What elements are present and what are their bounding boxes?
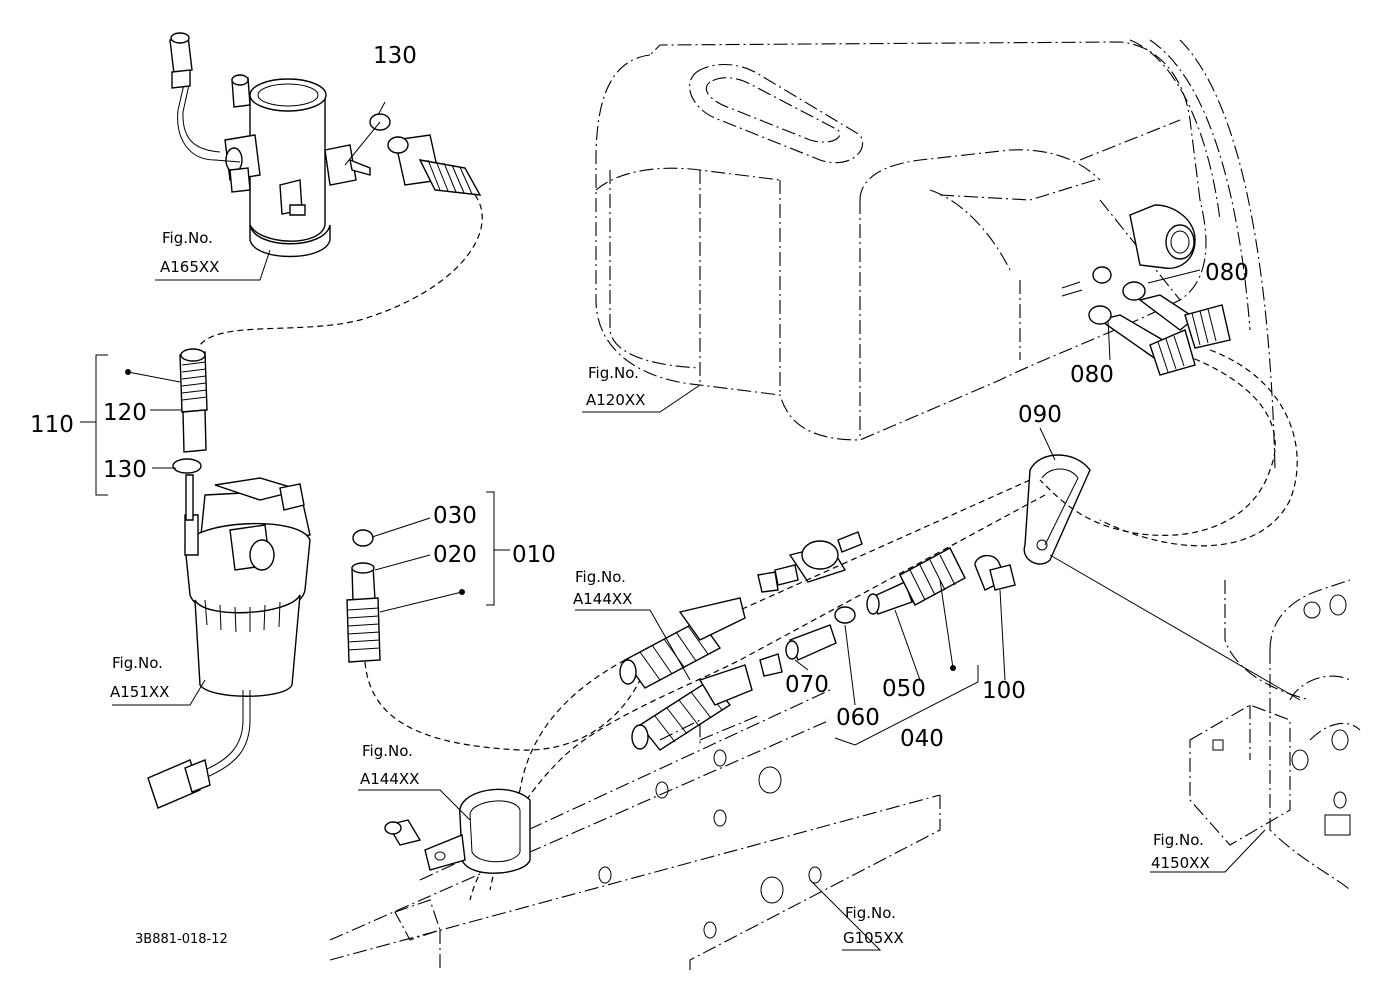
fig-ref-code-g105: G105XX	[843, 929, 904, 947]
fuel-pump	[169, 32, 371, 258]
hose-pump-outlet	[344, 101, 482, 196]
fig-ref-code-4150: 4150XX	[1151, 854, 1210, 872]
fig-ref-code-a144-bottom: A144XX	[360, 770, 419, 788]
callout-070: 070	[785, 672, 829, 698]
callout-090: 090	[1018, 402, 1062, 428]
callout-120: 120	[103, 400, 147, 426]
leader-lines	[112, 249, 1266, 951]
diagram-code: 3B881-018-12	[135, 932, 228, 947]
fuel-filter	[147, 477, 311, 809]
callout-050: 050	[882, 676, 926, 702]
fig-ref-code-a120: A120XX	[586, 391, 645, 409]
callout-030: 030	[433, 503, 477, 529]
callout-060: 060	[836, 705, 880, 731]
fig-ref-label-a144-top: Fig.No.	[575, 568, 626, 586]
fig-ref-label-g105: Fig.No.	[845, 904, 896, 922]
fig-ref-label-4150: Fig.No.	[1153, 831, 1204, 849]
fig-ref-label-a165: Fig.No.	[162, 229, 213, 247]
frame-g105	[329, 689, 941, 970]
hose-assembly-010	[346, 491, 641, 751]
callout-130-left: 130	[103, 457, 147, 483]
callout-080-upper: 080	[1205, 260, 1249, 286]
fig-ref-label-a144-bottom: Fig.No.	[362, 742, 413, 760]
callout-130-top: 130	[373, 43, 417, 69]
fig-ref-code-a144-top: A144XX	[573, 590, 632, 608]
callout-040: 040	[900, 726, 944, 752]
callout-110: 110	[30, 412, 74, 438]
callout-labels: 130 110 120 130 030 020 010 080 080 090 …	[30, 43, 1249, 752]
fuel-tank	[595, 39, 1276, 471]
hoses-a144	[469, 266, 1298, 901]
fig-ref-code-a151: A151XX	[110, 683, 169, 701]
fig-ref-label-a120: Fig.No.	[588, 364, 639, 382]
fig-ref-code-a165: A165XX	[160, 258, 219, 276]
fig-ref-label-a151: Fig.No.	[112, 654, 163, 672]
callout-080-lower: 080	[1070, 362, 1114, 388]
callout-100: 100	[982, 678, 1026, 704]
callout-020: 020	[433, 542, 477, 568]
hose-pump-to-filter	[80, 194, 483, 521]
engine-4150	[1049, 554, 1361, 891]
callout-010: 010	[512, 542, 556, 568]
figure-references: Fig.No. A165XX Fig.No. A120XX Fig.No. A1…	[110, 229, 1210, 947]
